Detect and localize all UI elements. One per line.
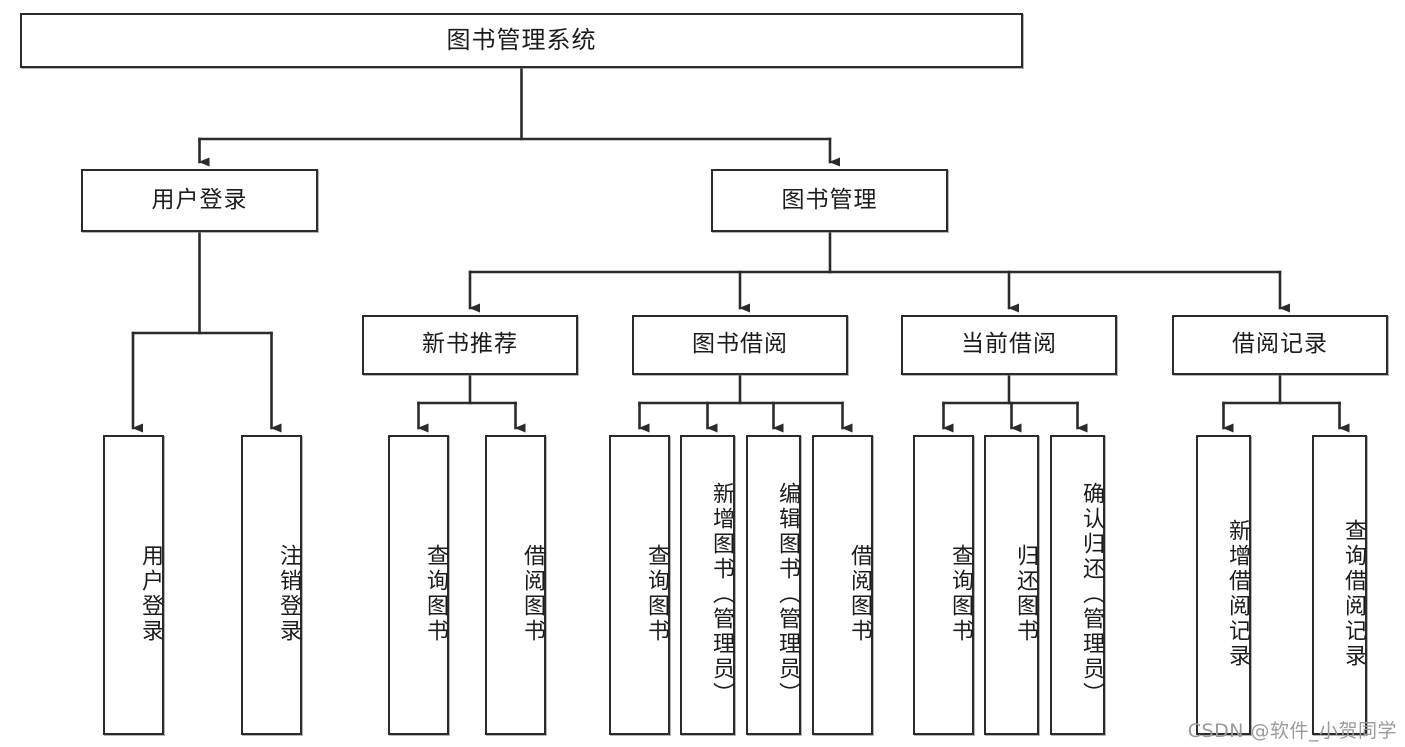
node-root[interactable]: 图书管理系统 [20, 13, 1023, 68]
leaf-confirm-return-admin[interactable]: 确认归还（管理员） [1050, 435, 1105, 735]
watermark-text: CSDN @软件_小贺同学 [1187, 720, 1397, 742]
node-book-borrow[interactable]: 图书借阅 [632, 315, 848, 375]
node-user-login[interactable]: 用户登录 [81, 169, 318, 232]
leaf-return-book[interactable]: 归还图书 [984, 435, 1039, 735]
leaf-borrow-book[interactable]: 借阅图书 [812, 435, 873, 735]
leaf-edit-book-admin[interactable]: 编辑图书（管理员） [746, 435, 801, 735]
leaf-query-book-current[interactable]: 查询图书 [913, 435, 974, 735]
leaf-query-book-borrow[interactable]: 查询图书 [609, 435, 670, 735]
leaf-user-login[interactable]: 用户登录 [103, 435, 164, 735]
leaf-borrow-book-recommend[interactable]: 借阅图书 [485, 435, 546, 735]
node-current-borrow[interactable]: 当前借阅 [901, 315, 1117, 375]
node-borrow-records[interactable]: 借阅记录 [1172, 315, 1388, 375]
node-book-management[interactable]: 图书管理 [711, 169, 948, 232]
leaf-add-book-admin[interactable]: 新增图书（管理员） [680, 435, 735, 735]
leaf-query-book-recommend[interactable]: 查询图书 [388, 435, 449, 735]
leaf-query-borrow-record[interactable]: 查询借阅记录 [1312, 435, 1367, 735]
leaf-logout[interactable]: 注销登录 [241, 435, 302, 735]
node-new-book-recommend[interactable]: 新书推荐 [362, 315, 578, 375]
leaf-add-borrow-record[interactable]: 新增借阅记录 [1196, 435, 1251, 735]
